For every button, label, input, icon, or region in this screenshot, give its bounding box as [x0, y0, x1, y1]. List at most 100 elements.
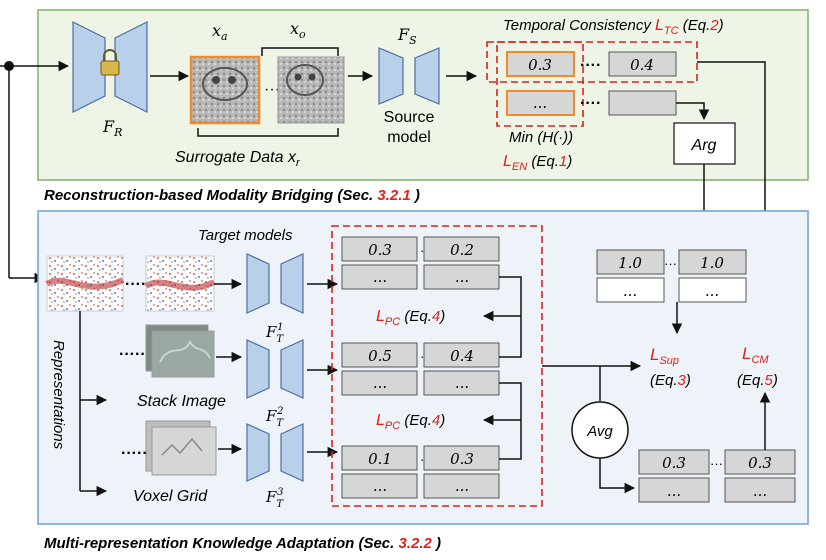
top-output-value-r1c1: 0.3: [528, 56, 552, 74]
pred-cell-g2-r2c1: [341, 370, 418, 396]
pred-value-g3-r2c2: ...: [455, 477, 469, 495]
voxel-dots: ·····: [121, 445, 148, 462]
surrogate-bracket: [197, 128, 339, 137]
pc-bracket-upper: [499, 276, 522, 358]
source-model-shape: [378, 47, 440, 105]
pred-value-g1-r1c2: 0.2: [450, 241, 474, 259]
pred-cell-g3-r2c2: [423, 473, 500, 499]
pseudo-value-r1c1: 1.0: [618, 254, 642, 272]
pred-value-g2-r1c2: 0.4: [450, 347, 474, 365]
xo-bracket: [261, 47, 339, 56]
temporal-dashed-box: [486, 41, 698, 83]
target-models-label: Target models: [198, 227, 293, 244]
lcm-loss-label: LCM: [742, 344, 769, 366]
bottom-section-caption: Multi-representation Knowledge Adaptatio…: [44, 535, 441, 552]
source-model-line2: model: [387, 129, 431, 146]
arg-box: [673, 122, 736, 165]
pred-cell-g1-r1c2: [423, 236, 500, 262]
top-output-value-r1c2: 0.4: [630, 56, 654, 74]
pred-value-g3-r2c1: ...: [373, 477, 387, 495]
surrogate-image-o: [277, 56, 345, 124]
avg-cell-r1c1: [638, 449, 710, 475]
lsup-eq-label: (Eq.3): [650, 372, 691, 389]
pred-cell-g3-r1c2: [423, 445, 500, 471]
avg-value-r1c1: 0.3: [662, 454, 686, 472]
arg-label: Arg: [691, 137, 717, 154]
avg-cell-r2c1: [638, 477, 710, 503]
pred-value-g3-r1c1: 0.1: [368, 450, 392, 468]
avg-dots-r1: ···: [710, 456, 723, 471]
pred-value-g1-r1c1: 0.3: [368, 241, 392, 259]
pseudo-cell-r2c1: [596, 277, 665, 303]
source-model-symbol: FS: [397, 25, 417, 47]
pred-cell-g1-r2c2: [423, 264, 500, 290]
top-output-cell-r2c1: [506, 90, 575, 116]
avg-value-r1c2: 0.3: [748, 454, 772, 472]
pseudo-value-r2c1: ...: [623, 282, 637, 300]
surrogate-image-a: [189, 55, 261, 125]
pred-value-g2-r1c1: 0.5: [368, 347, 392, 365]
pred-cell-g2-r2c2: [423, 370, 500, 396]
top-output-cell-r1c1: [506, 51, 575, 77]
lcm-eq-label: (Eq.5): [737, 372, 778, 389]
stack-image-front: [151, 330, 215, 378]
reconstructor-label: FR: [102, 117, 122, 139]
xo-label: xo: [290, 19, 306, 41]
target-model-1-label: FT1: [265, 322, 284, 345]
avg-value-r2c1: ...: [667, 482, 681, 500]
predictions-dashed-box: [331, 225, 543, 507]
reconstructor-model: [72, 21, 148, 113]
voxel-grid-shape: [161, 437, 203, 456]
lsup-loss-label: LSup: [650, 345, 679, 367]
event-frame-1-stroke: [45, 277, 125, 290]
pred-value-g1-r2c2: ...: [455, 268, 469, 286]
top-output-cell-r2c2: [608, 90, 677, 116]
pseudo-cell-r2c2: [678, 277, 747, 303]
stack-dots: ·····: [119, 346, 146, 363]
xa-label: xa: [212, 21, 228, 43]
pred-cell-g2-r1c2: [423, 342, 500, 368]
avg-label: Avg: [586, 423, 613, 440]
pred-value-g1-r2c1: ...: [373, 268, 387, 286]
pc-loss-label-upper: LPC (Eq.4): [376, 308, 445, 328]
target-model-2: [246, 339, 304, 399]
pred-cell-g1-r1c1: [341, 236, 418, 262]
pred-value-g2-r2c2: ...: [455, 374, 469, 392]
pseudo-cell-r1c2: [678, 249, 747, 275]
event-frame-2-stroke: [144, 279, 216, 291]
target-model-3-label: FT3: [265, 487, 284, 510]
avg-cell-r2c2: [724, 477, 796, 503]
top-output-dots-r2: ····: [580, 95, 601, 112]
lock-icon: [100, 49, 120, 76]
pc-loss-label-lower: LPC (Eq.4): [376, 412, 445, 432]
top-output-value-r2c1: ...: [533, 94, 547, 112]
avg-to-cells-arrow: [599, 458, 636, 494]
pred-value-g2-r2c1: ...: [373, 374, 387, 392]
avg-value-r2c2: ...: [753, 482, 767, 500]
pred-value-g3-r1c2: 0.3: [450, 450, 474, 468]
surrogate-caption: Surrogate Data xr: [175, 149, 301, 169]
min-entropy-label: Min (H(·)): [509, 129, 573, 146]
pred-cell-g3-r2c1: [341, 473, 418, 499]
pc-bracket-lower: [499, 382, 522, 460]
pseudo-cell-r1c1: [596, 249, 665, 275]
entropy-dashed-box: [496, 41, 584, 127]
voxel-grid-label: Voxel Grid: [133, 488, 208, 505]
top-output-cell-r1c2: [608, 51, 677, 77]
avg-cell-r1c2: [724, 449, 796, 475]
output-to-arg-arrow: [676, 102, 710, 121]
pseudo-dots-r1: ···: [664, 256, 677, 271]
target-model-2-label: FT2: [265, 406, 284, 429]
top-output-dots-r1: ····: [580, 57, 601, 74]
pseudo-value-r1c2: 1.0: [700, 254, 724, 272]
source-model-line1: Source: [384, 109, 435, 126]
pred-cell-g1-r2c1: [341, 264, 418, 290]
representations-label: Representations: [50, 340, 67, 450]
stack-image-shape: [159, 339, 211, 363]
pred-cell-g3-r1c1: [341, 445, 418, 471]
temporal-consistency-label: Temporal Consistency LTC (Eq.2): [503, 17, 724, 37]
pred-cell-g2-r1c1: [341, 342, 418, 368]
pseudo-value-r2c2: ...: [705, 282, 719, 300]
